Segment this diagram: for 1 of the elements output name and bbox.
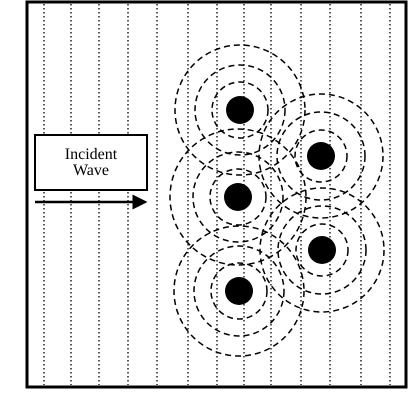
text-box: Incident Wave (34, 134, 148, 191)
